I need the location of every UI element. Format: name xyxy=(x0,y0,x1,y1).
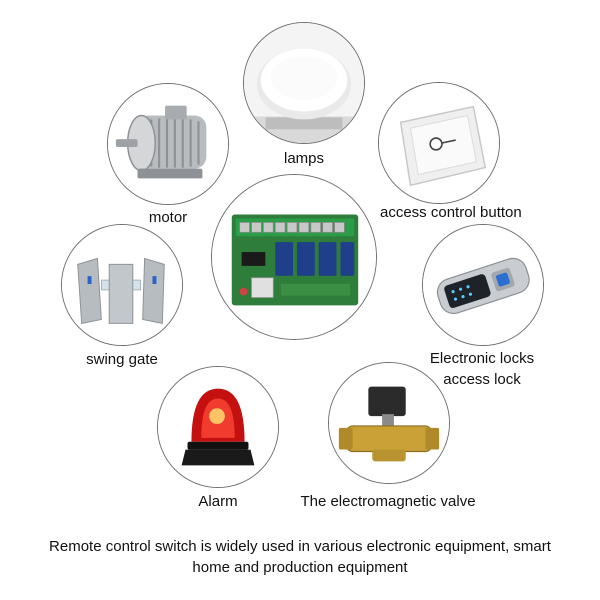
electronic-locks-line2: access lock xyxy=(443,371,521,388)
access-control-button-image xyxy=(378,82,500,204)
access-control-button-label: access control button xyxy=(380,204,522,221)
motor-image xyxy=(107,83,229,205)
alarm-label: Alarm xyxy=(198,493,238,510)
swing-gate-image xyxy=(61,224,183,346)
caption: Remote control switch is widely used in … xyxy=(0,536,600,578)
push-button-icon xyxy=(379,83,499,203)
alarm-image xyxy=(157,366,279,488)
remote-switch-board-image xyxy=(211,174,377,340)
caption-line2: home and production equipment xyxy=(192,559,408,576)
motor-label: motor xyxy=(148,209,188,226)
alarm-light-icon xyxy=(158,367,278,487)
electronic-locks-label: Electronic locks access lock xyxy=(412,348,552,390)
electronic-lock-image xyxy=(422,224,544,346)
motor-icon xyxy=(108,84,228,204)
electronic-locks-line1: Electronic locks xyxy=(429,350,535,367)
caption-line1: Remote control switch is widely used in … xyxy=(49,538,551,555)
solenoid-valve-icon xyxy=(329,363,449,483)
lamp-image xyxy=(243,22,365,144)
lamps-label: lamps xyxy=(283,150,324,167)
pcb-board-icon xyxy=(212,175,376,339)
swing-gate-label: swing gate xyxy=(86,351,158,368)
lamp-icon xyxy=(244,23,364,143)
valve-image xyxy=(328,362,450,484)
electronic-lock-icon xyxy=(423,225,543,345)
valve-label: The electromagnetic valve xyxy=(300,493,476,510)
turnstile-icon xyxy=(62,225,182,345)
